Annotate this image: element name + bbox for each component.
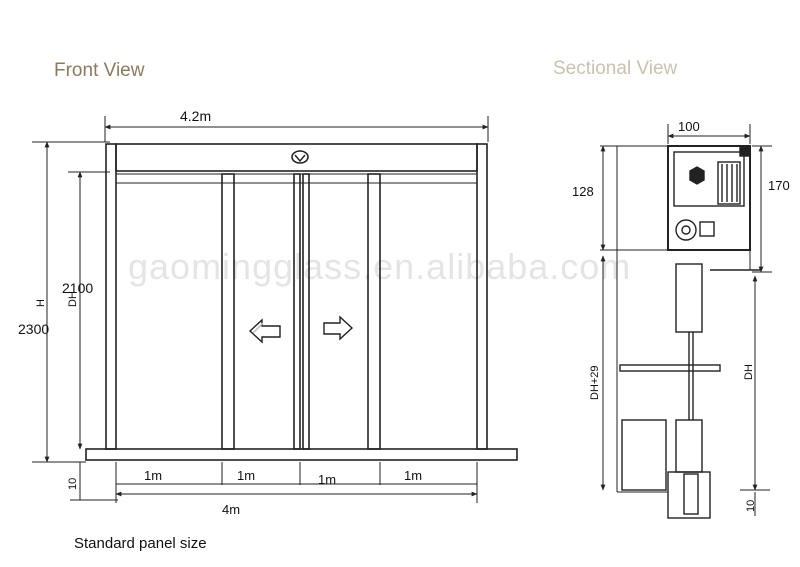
floor-guide-slot (683, 473, 699, 515)
center-divider-right (302, 173, 310, 450)
motor-unit (673, 151, 745, 207)
door-leaf-upper (675, 263, 703, 333)
sectional-view-title: Sectional View (553, 58, 678, 79)
door-height-label: 2100 (62, 280, 93, 296)
center-divider-left (293, 173, 301, 450)
front-view (32, 116, 518, 503)
motor-nut-icon (689, 166, 705, 185)
motor-fins (717, 161, 741, 205)
front-view-title: Front View (54, 60, 145, 81)
left-frame-post (105, 143, 117, 450)
left-arrow-icon (248, 318, 281, 344)
door-leaf-lower (675, 419, 703, 473)
section-right-height-label: 170 (768, 178, 790, 193)
fixed-panel-divider-left (221, 173, 235, 450)
roller-bracket (699, 221, 715, 237)
section-width-label: 100 (678, 119, 700, 134)
floor-guide (667, 471, 711, 519)
panel-width-1: 1m (144, 468, 162, 483)
panel-width-3: 1m (318, 472, 336, 487)
h-axis-label: H (35, 299, 47, 307)
overall-width-label: 4.2m (180, 108, 211, 124)
roller-wheel-icon (675, 219, 697, 241)
door-rail (619, 364, 721, 372)
right-arrow-icon (323, 315, 354, 341)
dh-axis-label: DH (67, 291, 79, 307)
panel-width-4: 1m (404, 468, 422, 483)
sectional-view (600, 124, 772, 519)
fixed-panel-divider-right (367, 173, 381, 450)
height-total-label: 2300 (18, 321, 49, 337)
section-header-height-label: 128 (572, 184, 594, 199)
caption-text: Standard panel size (74, 535, 207, 552)
bottom-offset-label: 10 (67, 478, 79, 490)
dh-plus-label: DH+29 (589, 365, 601, 400)
motion-sensor-icon (291, 150, 309, 164)
total-width-label: 4m (222, 502, 240, 517)
fixed-panel-section (621, 419, 667, 491)
watermark-text: gaomingglass.en.alibaba.com (128, 246, 632, 287)
floor-sill (85, 448, 518, 461)
header-beam (115, 143, 478, 172)
section-bottom-offset-label: 10 (745, 500, 757, 512)
right-frame-post (476, 143, 488, 450)
panel-width-2: 1m (237, 468, 255, 483)
section-dh-label: DH (743, 364, 755, 380)
